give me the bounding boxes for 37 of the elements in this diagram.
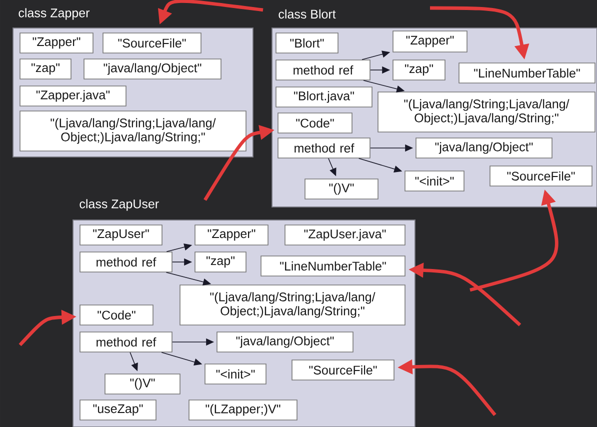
entry-box: "LineNumberTable" [260,256,406,276]
entry-box: "zap" [392,60,446,80]
entry-box: "java/lang/Object" [216,332,354,352]
entry-box: "(Ljava/lang/String;Ljava/lang/ Object;)Ljava/lang/String;" [180,284,406,326]
entry-box: "LineNumberTable" [458,62,596,84]
entry-box: "SourceFile" [102,32,202,54]
entry-box: "java/lang/Object" [416,138,552,158]
entry-box: "(Ljava/lang/String;Ljava/lang/ Object;)Ljava/lang/String;" [20,110,246,152]
entry-box: "Zapper" [392,30,468,52]
entry-box: "Zapper.java" [20,86,126,106]
entry-box: "SourceFile" [292,360,394,380]
entry-box: "(LZapper;)V" [188,400,298,420]
entry-box: method ref [276,60,370,80]
entry-box: "Code" [278,112,352,134]
entry-box: "Zapper" [194,224,268,246]
entry-box: "()V" [304,178,378,200]
panel-heading: class Zapper [18,8,90,20]
entry-box: method ref [80,332,172,352]
entry-box: "Code" [80,304,154,326]
entry-box: "<init>" [404,170,464,192]
entry-box: "()V" [104,374,180,394]
panel-heading: class Blort [278,9,336,19]
entry-box: method ref [278,138,370,158]
entry-box: "java/lang/Object" [84,58,222,80]
entry-box: "ZapUser.java" [284,224,406,246]
entry-box: "useZap" [80,400,156,420]
entry-box: "ZapUser" [80,224,162,246]
entry-box: "zap" [194,252,246,272]
entry-box: "zap" [20,58,72,80]
entry-box: "<init>" [204,364,266,384]
entry-box: "Blort" [276,32,338,54]
panel-heading: class ZapUser [80,199,159,211]
entry-box: "SourceFile" [490,166,592,186]
entry-box: method ref [80,252,172,272]
entry-box: "Zapper" [20,32,94,54]
entry-box: "Blort.java" [276,86,372,108]
entry-box: "(Ljava/lang/String;Ljava/lang/ Object;)Ljava/lang/String;" [378,92,596,132]
